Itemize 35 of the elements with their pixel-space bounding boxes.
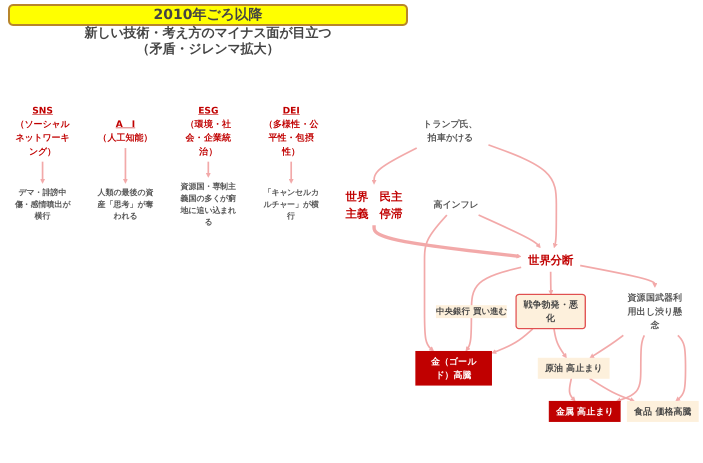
arrow — [478, 214, 541, 248]
arrow — [288, 162, 294, 184]
arrow — [589, 378, 635, 402]
arrow — [122, 148, 128, 184]
arrow — [206, 162, 211, 178]
title-banner: 2010年ごろ以降 — [8, 4, 408, 26]
node-text: 高インフレ — [433, 199, 479, 210]
arrow — [580, 264, 658, 288]
node-text: トランプ氏、拍車かける — [423, 118, 478, 143]
note-text: 新しい技術・考え方のマイナス面が目立つ — [84, 26, 332, 42]
arrow — [372, 147, 418, 185]
arrow — [491, 328, 534, 354]
node-text: DEI （多様性・公平性・包摂性） — [264, 104, 318, 157]
node-box: 金（ゴールド）高騰 — [415, 350, 492, 386]
arrow — [553, 328, 567, 358]
node-text: SNS （ソーシャルネットワーキング） — [15, 104, 70, 157]
node-box: 原油 高止まり — [538, 358, 610, 379]
node-text: ESG （環境・社会・企業統治） — [186, 104, 232, 157]
arrow — [675, 334, 686, 402]
node-text: 資源国武器利用出し渋り懸念 — [628, 292, 682, 330]
node-text: A I （人工知能） — [98, 118, 153, 143]
edge-label: 中央銀行 買い進む — [436, 306, 507, 316]
arrow — [424, 214, 448, 352]
arrow — [616, 335, 646, 402]
node-box: 金属 高止まり — [548, 400, 621, 422]
arrow — [40, 162, 46, 184]
node-text: 世界分断 — [528, 253, 574, 267]
arrow — [466, 266, 522, 352]
node-box: 食品 価格高騰 — [626, 400, 699, 422]
arrow — [568, 378, 576, 402]
arrow — [589, 334, 624, 358]
node-text: 世界 民主主義 停滞 — [346, 189, 402, 220]
arrow — [548, 272, 554, 295]
arrow — [488, 144, 558, 248]
note-text: （矛盾・ジレンマ拡大） — [136, 42, 280, 58]
